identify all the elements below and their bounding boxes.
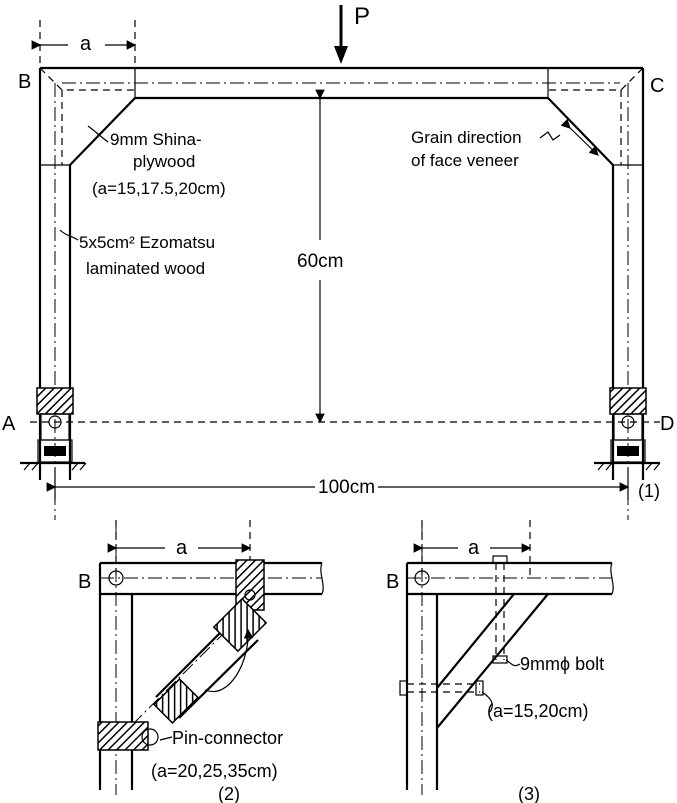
bolt-leader-1 bbox=[505, 659, 521, 667]
figure-1: P a bbox=[2, 3, 674, 520]
gusset-note-line2: plywood bbox=[133, 152, 195, 171]
dimension-a-top bbox=[31, 20, 137, 68]
dimension-a-label: a bbox=[80, 33, 92, 55]
top-beam bbox=[40, 66, 643, 100]
figure-2: a B Pin-connector (a=20,25,35c bbox=[78, 520, 324, 803]
corner-c-label: C bbox=[650, 75, 664, 97]
fig3-dim-a-label: a bbox=[468, 537, 480, 559]
fig2-column-connector bbox=[97, 721, 149, 751]
grain-note-line1: Grain direction bbox=[411, 128, 522, 147]
right-support bbox=[594, 387, 661, 471]
grain-note-line2: of face veneer bbox=[411, 151, 519, 170]
grain-leader bbox=[539, 131, 561, 141]
fig3-pin-b bbox=[414, 570, 430, 586]
fig2-pin-b bbox=[108, 570, 124, 586]
figure-3-label: (3) bbox=[518, 784, 540, 803]
gusset-leader bbox=[87, 125, 109, 143]
fig3-bolt-horizontal bbox=[399, 680, 484, 696]
fig2-pin-lower bbox=[141, 728, 159, 746]
fig2-corner-b-label: B bbox=[78, 571, 91, 593]
member-leader bbox=[59, 229, 79, 241]
pin-values: (a=20,25,35cm) bbox=[151, 761, 278, 781]
height-label: 60cm bbox=[297, 251, 343, 272]
figure-1-label: (1) bbox=[638, 481, 660, 501]
grain-direction-arrow bbox=[560, 118, 599, 156]
gusset-note-line3: (a=15,17.5,20cm) bbox=[92, 179, 226, 198]
support-a-label: A bbox=[2, 413, 16, 435]
fig2-pin-upper bbox=[244, 589, 256, 601]
fig3-corner-b-label: B bbox=[386, 571, 399, 593]
pin-leader bbox=[204, 628, 254, 693]
span-label: 100cm bbox=[318, 477, 375, 498]
bolt-leader-2 bbox=[481, 691, 493, 713]
span-dimension bbox=[46, 468, 630, 500]
member-note-line1: 5x5cm² Ezomatsu bbox=[79, 233, 215, 252]
gusset-left bbox=[39, 67, 136, 166]
fig3-bolt-vertical bbox=[492, 555, 508, 664]
left-support bbox=[20, 387, 87, 471]
fig2-dim-a-label: a bbox=[176, 537, 188, 559]
load-arrow bbox=[334, 5, 348, 64]
member-note-line2: laminated wood bbox=[86, 259, 205, 278]
fig3-beam bbox=[407, 561, 614, 596]
bolt-note: 9mmϕ bolt bbox=[520, 654, 604, 674]
pin-label-leader bbox=[159, 736, 173, 741]
support-d-label: D bbox=[660, 413, 674, 435]
fig2-beam bbox=[100, 561, 324, 596]
bolt-values: (a=15,20cm) bbox=[487, 701, 589, 721]
figure-3: a B bbox=[386, 520, 614, 803]
figure-2-label: (2) bbox=[218, 784, 240, 803]
corner-b-label: B bbox=[18, 71, 31, 93]
fig2-lower-block bbox=[153, 678, 199, 724]
gusset-note-line1: 9mm Shina- bbox=[110, 130, 202, 149]
load-label: P bbox=[354, 3, 370, 30]
pin-note: Pin-connector bbox=[172, 728, 283, 748]
